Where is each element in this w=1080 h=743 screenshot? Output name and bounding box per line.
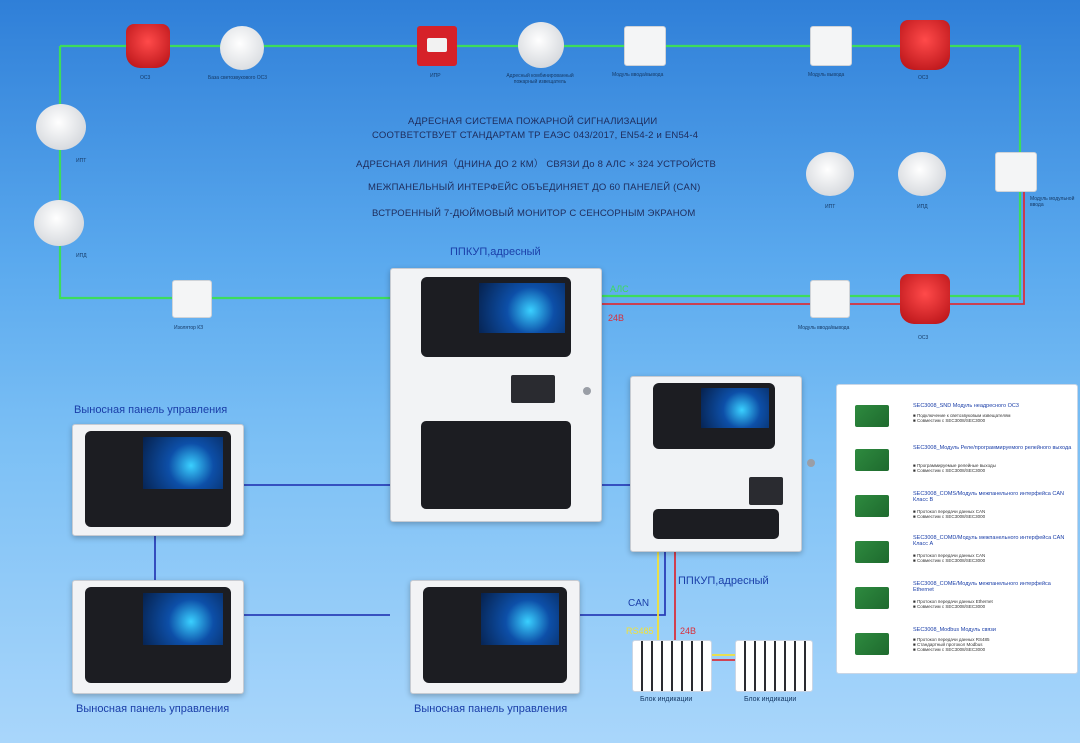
indicator-block-2 <box>735 640 813 692</box>
headline-5: ВСТРОЕННЫЙ 7-ДЮЙМОВЫЙ МОНИТОР С СЕНСОРНЫ… <box>372 208 696 219</box>
remote-panel-label-3: Выносная панель управления <box>414 703 568 715</box>
oc3-siren-2 <box>900 20 950 70</box>
second-control-panel <box>630 376 815 552</box>
v24-label: 24В <box>608 313 625 323</box>
module-2-desc: ■ Программируемые релейные выходы ■ Совм… <box>913 463 996 473</box>
module-4-title: SEC3008_COMD/Модуль межпанельного интерф… <box>913 535 1065 547</box>
io-module-right-label: Модуль ввода/вывода <box>798 325 850 331</box>
modules-card: SEC3008_SND Модуль неадресного ОС3 ■ Под… <box>836 384 1078 674</box>
ipd-label-left: ИПД <box>76 253 87 259</box>
can-label: CAN <box>628 598 650 609</box>
io-module-top-label: Модуль ввода/вывода <box>612 72 664 78</box>
ipr-device <box>417 26 457 66</box>
remote-panel-label-2: Выносная панель управления <box>76 703 230 715</box>
remote-panel-2-screen <box>143 593 223 645</box>
oc3-label-1: ОС3 <box>140 75 151 81</box>
oc3-siren-1 <box>122 20 174 72</box>
remote-panel-3 <box>410 580 580 694</box>
main-panel-display-bezel <box>421 277 571 357</box>
oc3-base <box>220 26 264 70</box>
second-key-lock-icon <box>807 459 815 467</box>
main-control-panel <box>390 268 602 522</box>
remote-panel-1-bezel <box>85 431 231 527</box>
ipr-glass-icon <box>427 38 447 52</box>
module-6-board <box>855 633 889 655</box>
printer-slot <box>511 375 555 403</box>
second-panel-zone-grid <box>653 509 779 539</box>
module-3-desc: ■ Протокол передачи данных CAN ■ Совмест… <box>913 509 986 519</box>
ipt-detector-right <box>806 152 854 196</box>
main-panel-zone-grid <box>421 421 571 509</box>
module-6-desc: ■ Протокол передачи данных RS485 ■ Станд… <box>913 637 990 652</box>
remote-panel-1 <box>72 424 244 536</box>
module-5-desc: ■ Протокол передачи данных Ethernet ■ Со… <box>913 599 993 609</box>
combined-label: Адресный комбинированный пожарный извеща… <box>506 73 574 85</box>
main-panel-screen <box>479 283 565 333</box>
module-6-title: SEC3008_Modbus Модуль связи <box>913 627 996 633</box>
rs485-label: RS485 <box>626 626 654 636</box>
ipd-detector-left <box>34 200 84 246</box>
main-panel-title: ППКУП,адресный <box>450 246 541 258</box>
key-lock-icon <box>583 387 591 395</box>
isolator-label: Изолятор КЗ <box>174 325 204 331</box>
oc3-label-2: ОС3 <box>918 75 929 81</box>
ipr-label: ИПР <box>430 73 441 79</box>
module-3-board <box>855 495 889 517</box>
remote-panel-2-bezel <box>85 587 231 683</box>
remote-panel-1-screen <box>143 437 223 489</box>
v24b-label: 24В <box>680 626 697 636</box>
ipd-detector-right <box>898 152 946 196</box>
output-module-top <box>810 26 852 66</box>
input-module-right-label: Модуль модульной ввода <box>1030 196 1075 208</box>
headline-3: АДРЕСНАЯ ЛИНИЯ（ДНИНА ДО 2 КМ） СВЯЗИ До 8… <box>356 159 717 170</box>
headline-2: СООТВЕТСТВУЕТ СТАНДАРТАМ ТР ЕАЭС 043/201… <box>372 130 699 141</box>
output-module-top-label: Модуль вывода <box>808 72 845 78</box>
indicator-block-1 <box>632 640 712 692</box>
oc3-siren-right <box>900 274 950 324</box>
remote-panel-label-1: Выносная панель управления <box>74 404 228 416</box>
ipd-label-right: ИПД <box>917 204 928 210</box>
ipt-label-right: ИПТ <box>825 204 836 210</box>
second-printer-slot <box>749 477 783 505</box>
module-5-board <box>855 587 889 609</box>
module-2-board <box>855 449 889 471</box>
ipt-detector-left <box>36 104 86 150</box>
indicator-label-1: Блок индикации <box>640 696 693 703</box>
module-1-board <box>855 405 889 427</box>
indicator-label-2: Блок индикации <box>744 696 797 703</box>
remote-panel-3-bezel <box>423 587 567 683</box>
input-module-right <box>995 152 1037 192</box>
module-1-desc: ■ Подключение к светозвуковым извещателя… <box>913 413 1011 423</box>
io-module-top <box>624 26 666 66</box>
second-panel-screen <box>701 388 769 428</box>
als-label: АЛС <box>610 284 629 294</box>
module-3-title: SEC3008_COMS/Модуль межпанельного интерф… <box>913 491 1064 503</box>
remote-panel-2 <box>72 580 244 694</box>
module-4-desc: ■ Протокол передачи данных CAN ■ Совмест… <box>913 553 986 563</box>
can-lines <box>154 484 666 616</box>
module-5-title: SEC3008_COME/Модуль межпанельного интерф… <box>913 581 1051 593</box>
ipt-label-left: ИПТ <box>76 158 87 164</box>
oc3-base-label: База светозвукового ОС3 <box>208 75 268 81</box>
io-module-right <box>810 280 850 318</box>
combined-detector <box>518 22 564 68</box>
module-4-board <box>855 541 889 563</box>
module-1-title: SEC3008_SND Модуль неадресного ОС3 <box>913 403 1019 409</box>
second-panel-title: ППКУП,адресный <box>678 575 769 587</box>
module-2-title: SEC3008_Модуль Реле/программируемого рел… <box>913 445 1072 451</box>
headline-1: АДРЕСНАЯ СИСТЕМА ПОЖАРНОЙ СИГНАЛИЗАЦИИ <box>408 116 658 127</box>
second-panel-display-bezel <box>653 383 775 449</box>
headline-4: МЕЖПАНЕЛЬНЫЙ ИНТЕРФЕЙС ОБЪЕДИНЯЕТ ДО 60 … <box>368 182 701 193</box>
oc3-right-label: ОС3 <box>918 335 929 341</box>
isolator-module <box>172 280 212 318</box>
siren-icon <box>126 24 170 68</box>
remote-panel-3-screen <box>481 593 559 645</box>
